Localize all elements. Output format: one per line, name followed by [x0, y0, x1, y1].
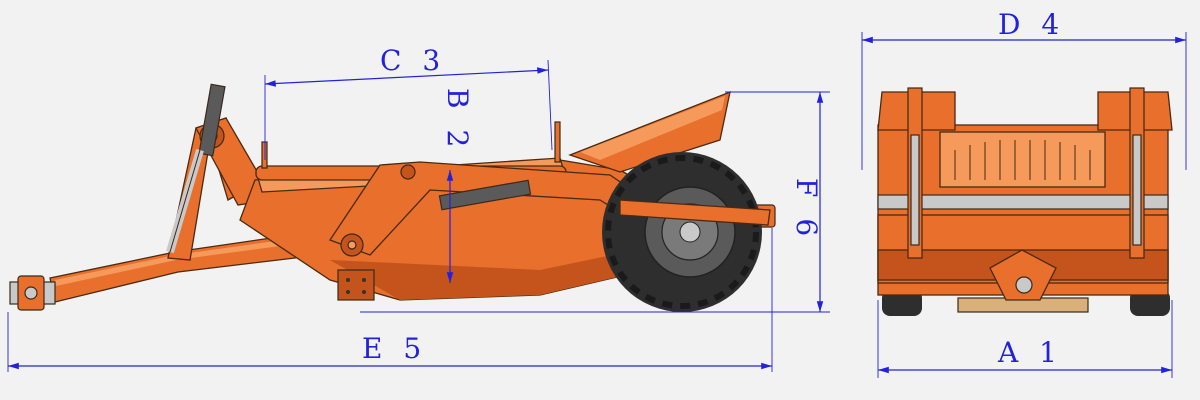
- apron-ribs: [954, 140, 1091, 180]
- dim-label-b: B 2: [441, 88, 474, 153]
- dimension-labels: C 3 B 2 E 5 F 6 D 4 A 1: [362, 8, 1065, 369]
- side-view: [9, 83, 776, 312]
- dimension-lines: [7, 32, 1187, 378]
- dim-label-e: E 5: [362, 332, 427, 365]
- dim-label-c: C 3: [380, 44, 446, 77]
- dim-label-a: A 1: [997, 336, 1063, 369]
- gooseneck-arm: [166, 83, 271, 261]
- dim-label-f: F 6: [790, 178, 823, 242]
- dim-label-d: D 4: [998, 8, 1065, 41]
- scraper-bowl: [239, 90, 776, 301]
- rear-view: [877, 87, 1173, 316]
- wheel: [602, 152, 771, 312]
